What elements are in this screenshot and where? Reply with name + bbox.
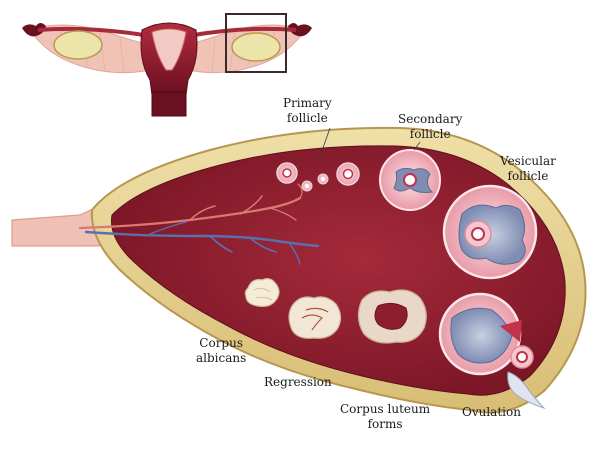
corpus-luteum bbox=[357, 289, 427, 344]
label-secondary-follicle-line-1: Secondary bbox=[398, 112, 463, 126]
vesicular-follicle bbox=[442, 184, 538, 280]
label-corpus-albicans-line-2: albicans bbox=[196, 351, 247, 365]
uterus-overview bbox=[22, 13, 312, 117]
label-ovulation: Ovulation bbox=[462, 405, 521, 420]
released-oocyte bbox=[507, 345, 546, 410]
ovulating-follicle bbox=[438, 292, 522, 376]
primary-follicle bbox=[336, 162, 360, 186]
leader-lines bbox=[317, 127, 421, 163]
secondary-follicle bbox=[379, 149, 441, 211]
cervix bbox=[151, 91, 187, 117]
label-primary-follicle-line-1: Primary bbox=[283, 96, 332, 110]
label-regression-text: Regression bbox=[264, 375, 332, 389]
primary-follicle bbox=[301, 180, 313, 192]
left-fallopian-tube bbox=[37, 26, 151, 38]
regressing-corpus bbox=[288, 296, 342, 339]
corpus-albicans bbox=[244, 278, 280, 307]
label-corpus-luteum-forms-line-2: forms bbox=[367, 417, 403, 431]
label-corpus-albicans: Corpus albicans bbox=[196, 336, 246, 366]
vein-main bbox=[84, 230, 320, 248]
left-ovary-small bbox=[53, 30, 103, 60]
primary-follicles bbox=[276, 162, 360, 192]
label-ovulation-text: Ovulation bbox=[462, 405, 521, 419]
label-regression: Regression bbox=[264, 375, 332, 390]
label-vesicular-follicle-line-1: Vesicular bbox=[500, 154, 556, 168]
label-primary-follicle: Primary follicle bbox=[283, 96, 332, 126]
label-corpus-luteum-forms: Corpus luteum forms bbox=[340, 402, 430, 432]
right-ovary-small bbox=[231, 32, 281, 62]
ovary-large bbox=[11, 126, 587, 414]
primary-follicle bbox=[276, 162, 298, 184]
label-corpus-albicans-line-1: Corpus bbox=[199, 336, 243, 350]
left-fimbriae bbox=[22, 23, 46, 37]
label-corpus-luteum-forms-line-1: Corpus luteum bbox=[340, 402, 431, 416]
label-vesicular-follicle-line-2: follicle bbox=[507, 169, 549, 183]
right-fallopian-tube bbox=[187, 26, 297, 38]
label-vesicular-follicle: Vesicular follicle bbox=[500, 154, 556, 184]
label-primary-follicle-line-2: follicle bbox=[286, 111, 328, 125]
blood-vessels bbox=[78, 183, 320, 265]
label-secondary-follicle-line-2: follicle bbox=[409, 127, 451, 141]
label-secondary-follicle: Secondary follicle bbox=[398, 112, 462, 142]
artery-main bbox=[78, 196, 302, 230]
primary-follicle bbox=[317, 173, 329, 185]
right-fimbriae bbox=[288, 23, 312, 37]
highlight-box bbox=[225, 13, 287, 73]
uterine-cavity bbox=[151, 28, 187, 71]
